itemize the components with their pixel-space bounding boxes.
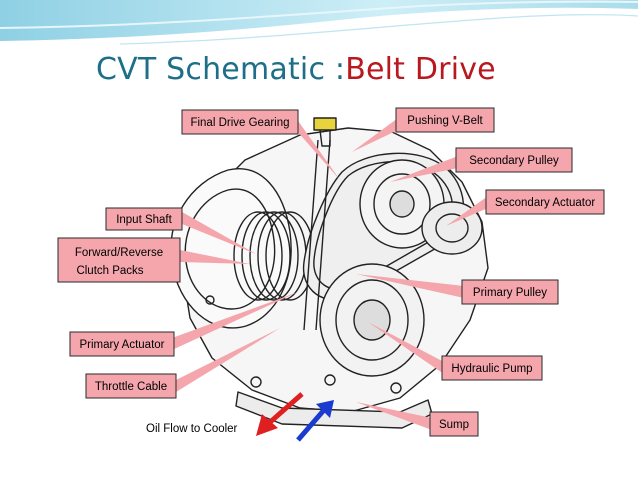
callout-forward-reverse <box>57 237 181 283</box>
callout-hydraulic-pump <box>441 355 543 381</box>
callout-input-shaft <box>105 207 183 231</box>
callout-primary-actuator <box>69 331 175 357</box>
label-primary-pulley: Primary Pulley <box>473 287 547 299</box>
label-secondary-pulley: Secondary Pulley <box>469 155 559 167</box>
callout-throttle-cable <box>85 373 177 399</box>
label-primary-actuator: Primary Actuator <box>80 339 165 351</box>
callout-pushing-v-belt <box>395 107 495 133</box>
callout-leaders <box>172 118 488 430</box>
label-oil-flow: Oil Flow to Cooler <box>146 423 238 435</box>
callout-secondary-pulley <box>455 147 573 173</box>
header-wave <box>0 0 638 45</box>
callout-secondary-actuator <box>485 189 605 215</box>
slide-title: CVT Schematic :Belt Drive <box>96 52 496 87</box>
label-throttle-cable: Throttle Cable <box>95 381 167 393</box>
label-forward-reverse-line2: Clutch Packs <box>76 265 143 277</box>
label-final-drive-gearing: Final Drive Gearing <box>190 117 289 129</box>
label-secondary-actuator: Secondary Actuator <box>495 197 596 209</box>
title-main: CVT Schematic : <box>96 52 346 87</box>
title-accent: Belt Drive <box>345 52 496 87</box>
label-sump: Sump <box>439 419 469 431</box>
label-pushing-v-belt: Pushing V-Belt <box>407 115 483 127</box>
callout-primary-pulley <box>461 279 559 305</box>
callout-sump <box>429 411 479 437</box>
label-forward-reverse-line1: Forward/Reverse <box>75 247 163 259</box>
callout-final-drive-gearing <box>181 109 299 135</box>
label-hydraulic-pump: Hydraulic Pump <box>451 363 532 375</box>
oil-in-arrow <box>296 400 334 442</box>
oil-out-arrow <box>256 392 304 436</box>
callout-boxes <box>57 107 605 437</box>
label-input-shaft: Input Shaft <box>116 214 172 226</box>
